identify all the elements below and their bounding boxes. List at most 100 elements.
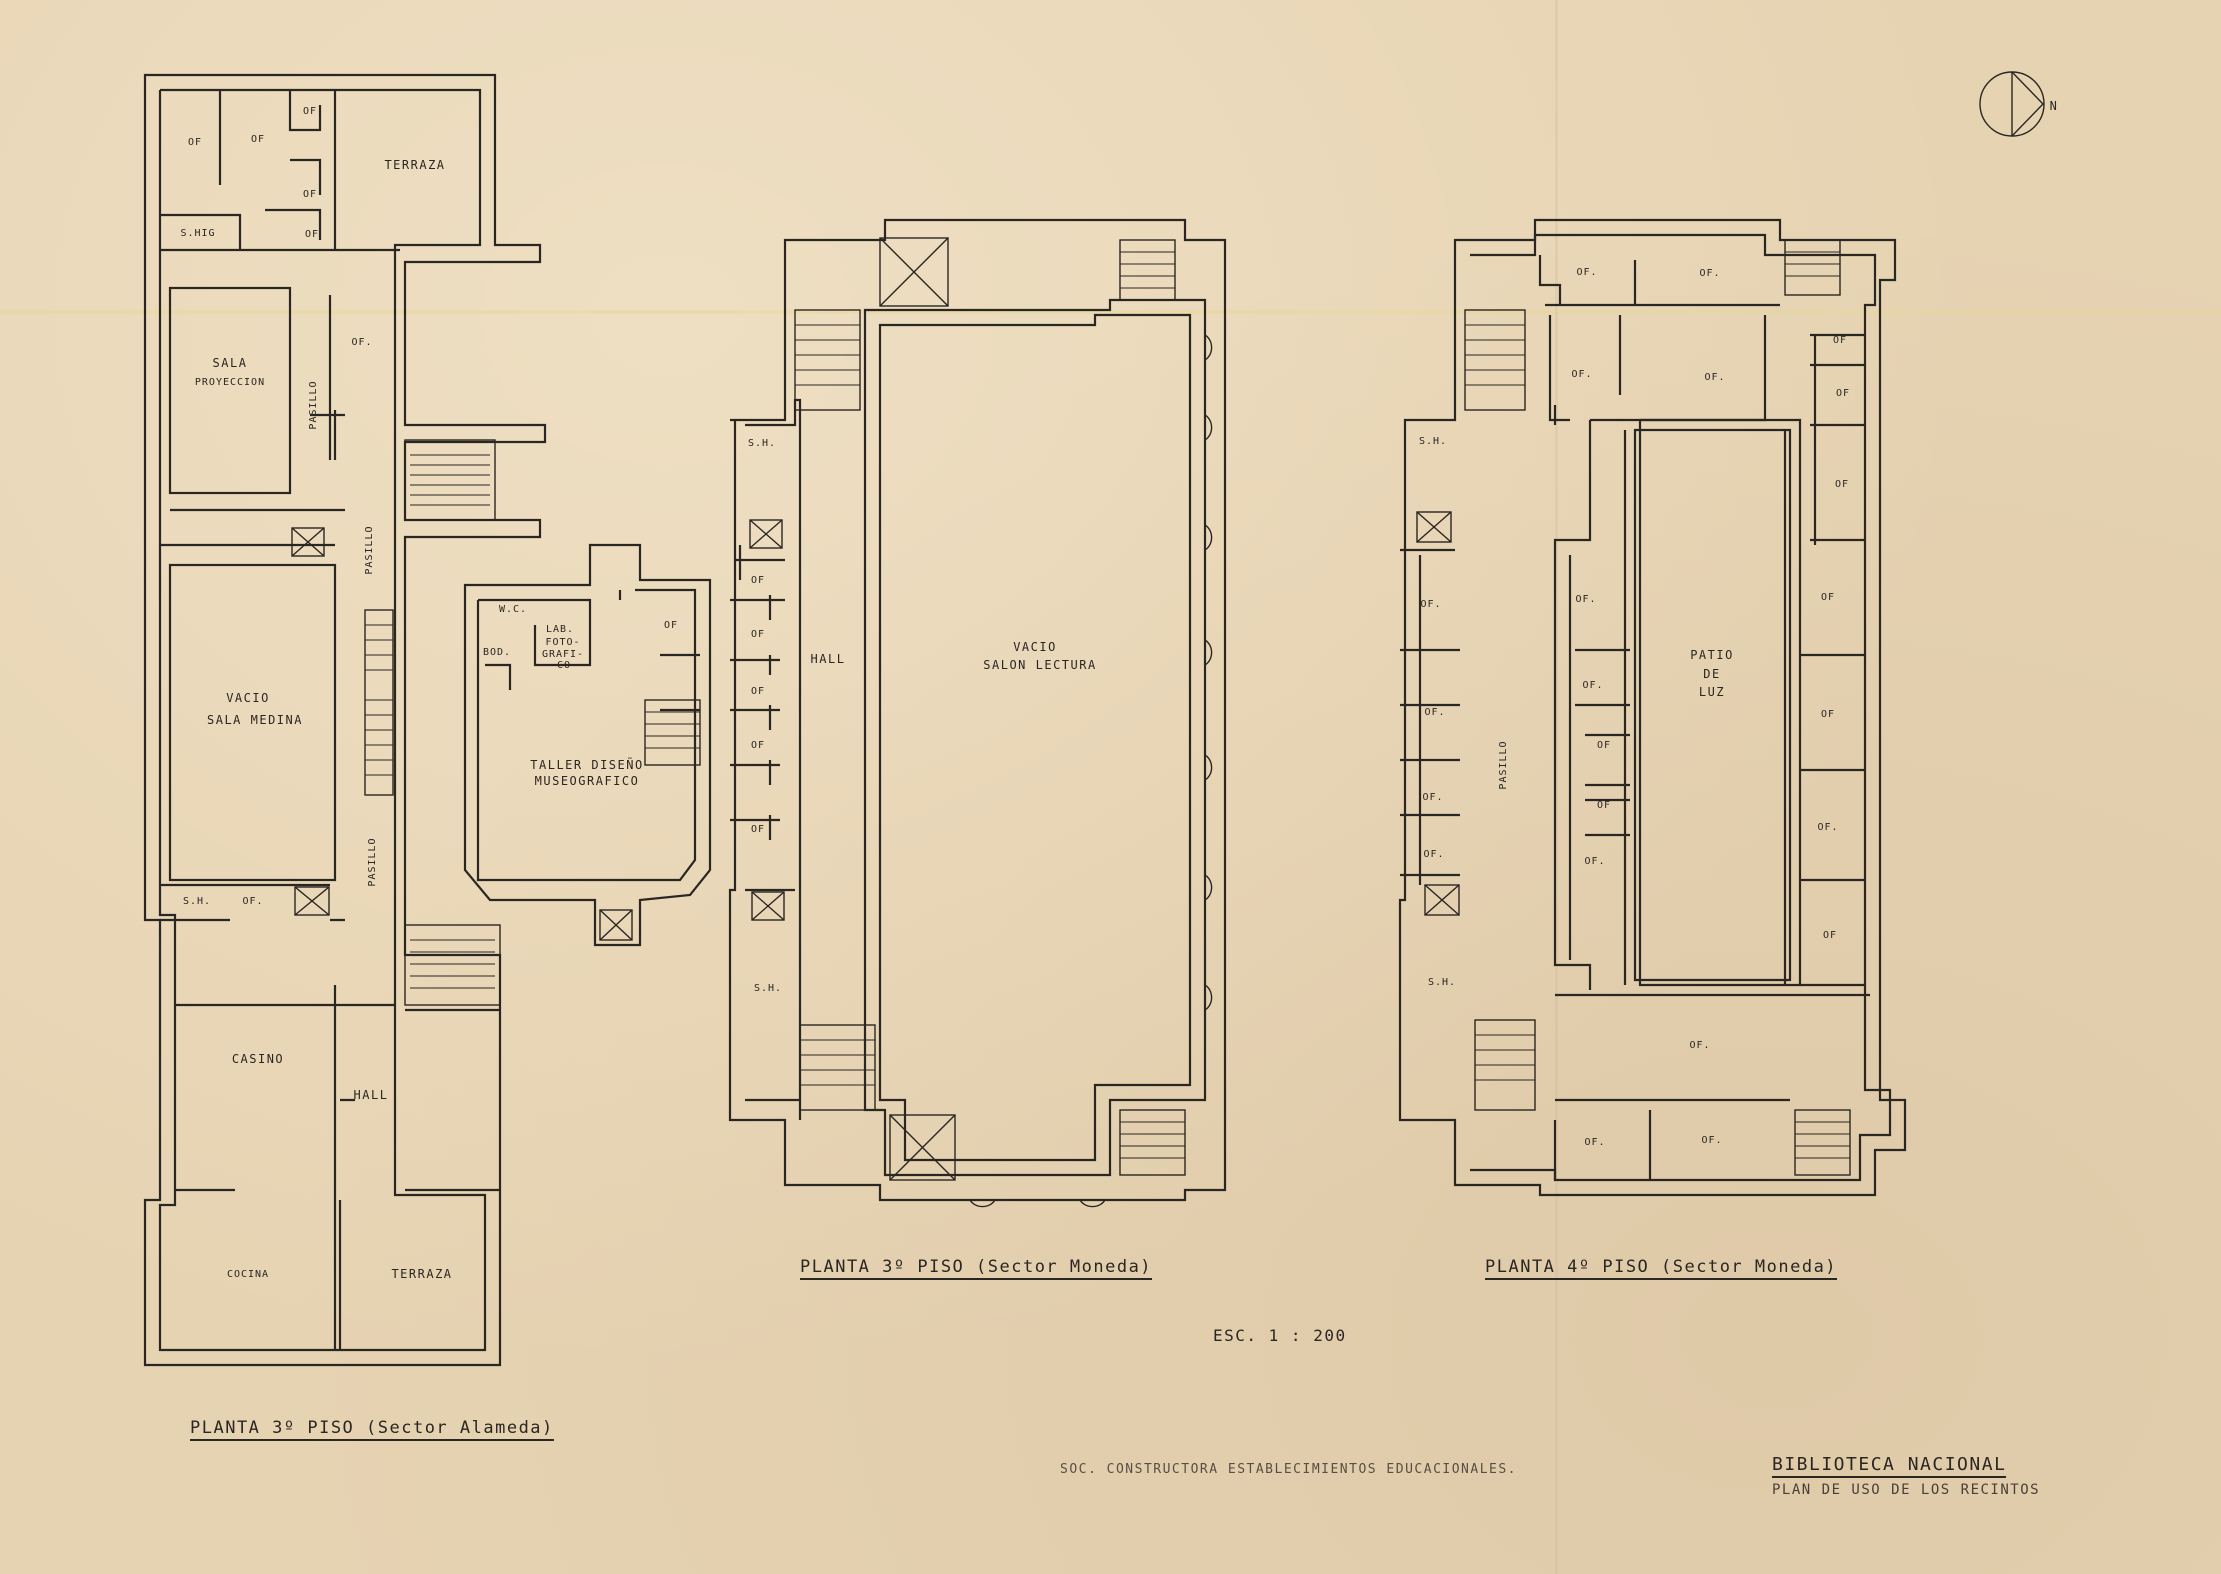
stair-alameda-top <box>404 439 496 521</box>
room-label-of: OF <box>305 229 319 240</box>
room-label-salon-lectura: SALON LECTURA <box>983 658 1096 672</box>
north-arrow-icon <box>1979 71 2045 137</box>
room-label-patio: DE <box>1703 667 1720 681</box>
stair-moneda4-3 <box>1784 239 1841 296</box>
plan-moneda-3: S.H. OF OF OF OF OF HALL S.H. VACIO SALO… <box>728 218 1227 1208</box>
room-label-sh: S.H. <box>183 896 211 907</box>
moneda3-outer-wall <box>728 218 1227 1202</box>
paper-fold-horizontal <box>0 310 2221 314</box>
room-label-of: OF. <box>1699 268 1720 279</box>
moneda4-outer-wall <box>1398 218 1907 1197</box>
room-label-hall: HALL <box>354 1088 389 1102</box>
project-subtitle: PLAN DE USO DE LOS RECINTOS <box>1772 1482 2041 1498</box>
room-label-of: OF. <box>1689 1040 1710 1051</box>
room-label-casino: CASINO <box>232 1052 284 1066</box>
stair-moneda3-4 <box>1119 1109 1186 1176</box>
sala-medina-partitions <box>160 543 345 922</box>
sala-medina-walls <box>168 563 337 882</box>
north-label: N <box>2050 99 2059 113</box>
room-label-wc: W.C. <box>499 604 527 615</box>
room-label-terraza: TERRAZA <box>391 1267 452 1281</box>
elevator-taller <box>599 909 633 941</box>
moneda3-hall-wall <box>745 398 802 1120</box>
room-label-taller: TALLER DISEÑO <box>530 757 643 772</box>
room-label-of: OF. <box>1424 707 1445 718</box>
room-label-of: OF <box>751 575 765 586</box>
moneda4-patio-inner <box>1633 428 1792 982</box>
room-label-of: OF <box>664 620 678 631</box>
plan-alameda: OF OF OF OF OF TERRAZA S.HIG OF. SALA PR… <box>143 73 712 1367</box>
scale-label: ESC. 1 : 200 <box>1213 1326 1347 1345</box>
stair-moneda3-2 <box>799 1024 876 1111</box>
room-label-shig: S.HIG <box>180 228 215 239</box>
room-label-of: OF <box>1821 709 1835 720</box>
room-label-patio: LUZ <box>1699 685 1725 699</box>
room-label-of: OF. <box>1576 267 1597 278</box>
room-label-of: OF <box>303 106 317 117</box>
elevator-moneda3-3 <box>879 237 949 307</box>
elevator-moneda3-4 <box>889 1114 956 1181</box>
room-label-terraza: TERRAZA <box>384 158 445 172</box>
taller-annex-walls <box>463 543 712 947</box>
alameda-office-walls <box>160 90 400 252</box>
stair-moneda4-2 <box>1474 1019 1536 1111</box>
room-label-of: OF. <box>351 337 372 348</box>
room-label-of: OF. <box>1422 792 1443 803</box>
room-label-of: OF <box>751 740 765 751</box>
room-label-of: OF <box>1597 800 1611 811</box>
plan-title-moneda-3: PLANTA 3º PISO (Sector Moneda) <box>800 1257 1153 1280</box>
stair-moneda3-3 <box>1119 239 1176 301</box>
room-label-of: OF <box>188 137 202 148</box>
room-label-of: OF <box>1833 335 1847 346</box>
room-label-sala-proyeccion: SALA <box>213 356 248 370</box>
room-label-of: OF <box>251 134 265 145</box>
moneda3-office-walls <box>730 545 785 840</box>
room-label-sala-proyeccion: PROYECCION <box>195 377 265 388</box>
room-label-pasillo: PASILLO <box>1498 740 1509 789</box>
elevator-moneda4-2 <box>1424 884 1460 916</box>
alameda-inner-wall <box>158 88 487 1352</box>
room-label-bod: BOD. <box>483 647 511 658</box>
room-label-cocina: COCINA <box>227 1269 269 1280</box>
room-label-patio: PATIO <box>1690 648 1734 662</box>
room-label-of: OF <box>1823 930 1837 941</box>
room-label-sala-medina: SALA MEDINA <box>207 713 303 727</box>
room-label-lab: GRAFI- <box>542 649 584 660</box>
moneda3-salon-wall <box>863 298 1207 1177</box>
room-label-lab: FOTO- <box>545 637 580 648</box>
room-label-of: OF <box>751 686 765 697</box>
room-label-pasillo: PASILLO <box>364 525 375 574</box>
plan-title-alameda: PLANTA 3º PISO (Sector Alameda) <box>190 1418 554 1441</box>
plan-moneda-4: OF. OF. OF. OF. S.H. OF OF OF OF OF OF. … <box>1398 218 1907 1197</box>
room-label-pasillo: PASILLO <box>308 380 319 429</box>
moneda4-inner-office-walls <box>1568 555 1630 960</box>
room-label-of: OF <box>751 824 765 835</box>
room-label-of: OF. <box>1420 599 1441 610</box>
room-label-vacio: VACIO <box>1013 640 1057 654</box>
room-label-lab: LAB. <box>546 624 574 635</box>
company-name: SOC. CONSTRUCTORA ESTABLECIMIENTOS EDUCA… <box>1060 1462 1518 1477</box>
room-label-of: OF. <box>1584 1137 1605 1148</box>
room-label-pasillo: PASILLO <box>367 837 378 886</box>
room-label-sh: S.H. <box>1419 436 1447 447</box>
casino-cocina-walls <box>175 985 500 1350</box>
room-label-of: OF <box>1835 479 1849 490</box>
stair-alameda-bottom <box>404 924 501 1006</box>
stair-taller <box>644 699 701 766</box>
alameda-outer-wall <box>143 73 547 1367</box>
room-label-of: OF. <box>242 896 263 907</box>
room-label-of: OF <box>1821 592 1835 603</box>
moneda4-inner-wall <box>1470 233 1892 1182</box>
project-title: BIBLIOTECA NACIONAL <box>1772 1454 2007 1478</box>
plan-title-moneda-4: PLANTA 4º PISO (Sector Moneda) <box>1485 1257 1838 1280</box>
room-label-of: OF. <box>1575 594 1596 605</box>
room-label-of: OF. <box>1423 849 1444 860</box>
sala-proyeccion-partitions <box>170 295 345 512</box>
sala-proyeccion-walls <box>168 286 292 495</box>
moneda4-left-office-walls <box>1400 548 1460 885</box>
room-label-of: OF. <box>1701 1135 1722 1146</box>
room-label-of: OF. <box>1817 822 1838 833</box>
elevator-alameda-1 <box>291 527 325 557</box>
room-label-of: OF <box>303 189 317 200</box>
room-label-sh: S.H. <box>1428 977 1456 988</box>
